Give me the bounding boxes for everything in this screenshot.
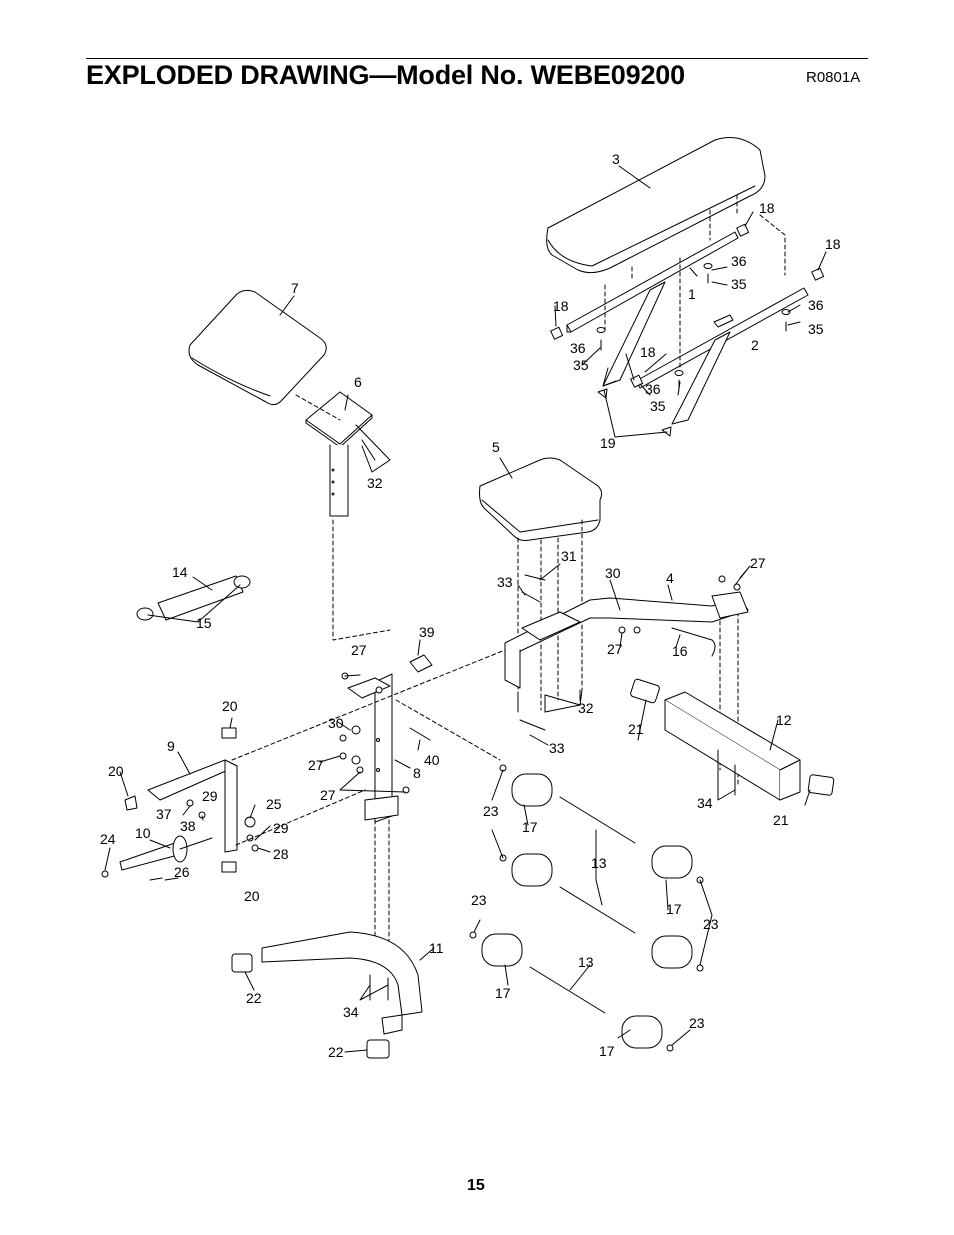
drawing-code: R0801A <box>806 69 861 86</box>
callout-27: 27 <box>320 787 336 803</box>
callout-9: 9 <box>167 738 175 754</box>
callout-18: 18 <box>640 344 656 360</box>
callout-6: 6 <box>354 374 362 390</box>
upright-8 <box>347 654 433 823</box>
header-rule <box>86 58 868 59</box>
callout-27: 27 <box>308 757 324 773</box>
callout-16: 16 <box>672 643 688 659</box>
callout-35: 35 <box>731 276 747 292</box>
callout-31: 31 <box>561 548 577 564</box>
callout-3: 3 <box>612 151 620 167</box>
base-11 <box>231 931 423 1059</box>
arm-bracket-6 <box>305 391 391 517</box>
seat-frame-2 <box>635 287 809 425</box>
callout-36: 36 <box>731 253 747 269</box>
callout-27: 27 <box>351 642 367 658</box>
callout-5: 5 <box>492 439 500 455</box>
callout-35: 35 <box>650 398 666 414</box>
callout-20: 20 <box>222 698 238 714</box>
callout-39: 39 <box>419 624 435 640</box>
callout-10: 10 <box>135 825 151 841</box>
seat-frame-1 <box>566 231 739 387</box>
callout-37: 37 <box>156 806 172 822</box>
callout-38: 38 <box>180 818 196 834</box>
callout-17: 17 <box>522 819 538 835</box>
callout-11: 11 <box>429 940 444 956</box>
seat-dashes <box>604 194 786 371</box>
callout-4: 4 <box>666 570 674 586</box>
callout-36: 36 <box>645 381 661 397</box>
callout-24: 24 <box>100 831 116 847</box>
callout-25: 25 <box>266 796 282 812</box>
page-title: EXPLODED DRAWING—Model No. WEBE09200 <box>86 60 685 90</box>
callout-23: 23 <box>471 892 487 908</box>
callout-23: 23 <box>689 1015 705 1031</box>
callout-33: 33 <box>549 740 565 756</box>
callout-29: 29 <box>273 820 289 836</box>
callout-20: 20 <box>244 888 260 904</box>
callout-15: 15 <box>196 615 212 631</box>
callout-35: 35 <box>808 321 824 337</box>
callout-33: 33 <box>497 574 513 590</box>
roller-14 <box>136 575 251 621</box>
callout-27: 27 <box>750 555 766 571</box>
callout-36: 36 <box>570 340 586 356</box>
callout-28: 28 <box>273 846 289 862</box>
frame-4 <box>504 591 749 689</box>
callout-32: 32 <box>367 475 383 491</box>
callout-40: 40 <box>424 752 440 768</box>
arm-pad-7 <box>188 289 327 406</box>
callout-23: 23 <box>703 916 719 932</box>
callout-18: 18 <box>825 236 841 252</box>
callout-1: 1 <box>688 286 696 302</box>
page-number: 15 <box>467 1177 485 1194</box>
callout-13: 13 <box>578 954 594 970</box>
callout-34: 34 <box>343 1004 359 1020</box>
callout-7: 7 <box>291 280 299 296</box>
callout-30: 30 <box>605 565 621 581</box>
callout-14: 14 <box>172 564 188 580</box>
callout-23: 23 <box>483 803 499 819</box>
base-12 <box>630 678 835 801</box>
callout-17: 17 <box>666 901 682 917</box>
callout-35: 35 <box>573 357 589 373</box>
callout-29: 29 <box>202 788 218 804</box>
callout-34: 34 <box>697 795 713 811</box>
seat-pad-3 <box>546 137 766 274</box>
callout-18: 18 <box>553 298 569 314</box>
callout-30: 30 <box>328 715 344 731</box>
callout-21: 21 <box>773 812 789 828</box>
callout-36: 36 <box>808 297 824 313</box>
callout-19: 19 <box>600 435 616 451</box>
rollers-17 <box>469 764 704 1052</box>
callout-26: 26 <box>174 864 190 880</box>
callout-17: 17 <box>495 985 511 1001</box>
callout-13: 13 <box>591 855 607 871</box>
arm-9 <box>124 727 238 873</box>
upright-dashes <box>231 519 506 971</box>
callout-18: 18 <box>759 200 775 216</box>
callout-20: 20 <box>108 763 124 779</box>
callout-17: 17 <box>599 1043 615 1059</box>
callout-2: 2 <box>751 337 759 353</box>
pad-5 <box>479 457 603 541</box>
callout-32: 32 <box>578 700 594 716</box>
callout-27: 27 <box>607 641 623 657</box>
callout-12: 12 <box>776 712 792 728</box>
callout-22: 22 <box>246 990 262 1006</box>
callout-22: 22 <box>328 1044 344 1060</box>
callout-21: 21 <box>628 721 644 737</box>
callout-8: 8 <box>413 765 421 781</box>
leader-lines <box>104 165 827 1053</box>
